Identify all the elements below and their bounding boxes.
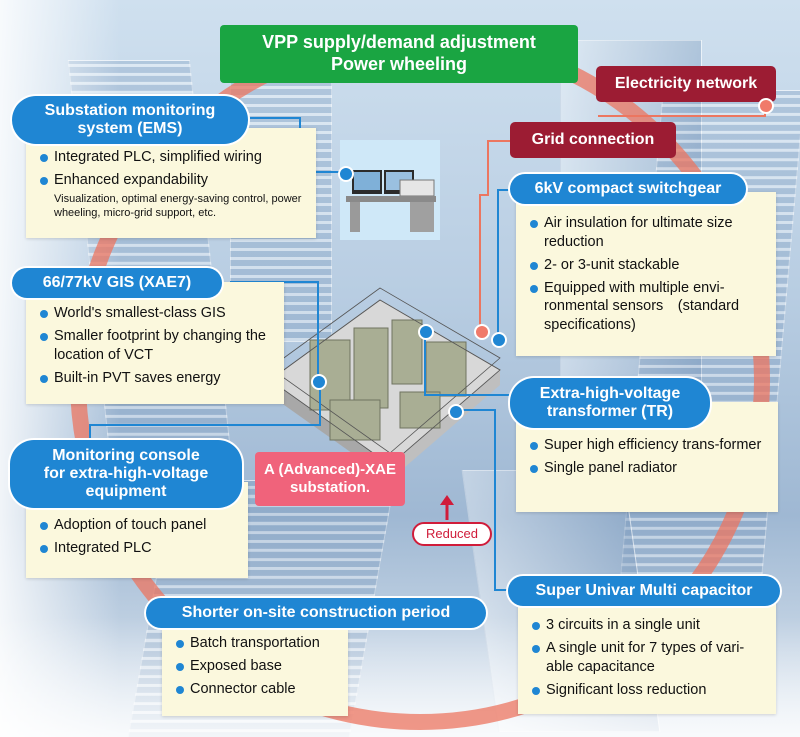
capacitor-panel: 3 circuits in a single unit A single uni… [518, 592, 776, 714]
ems-item: Enhanced expandability [38, 171, 306, 190]
arrow-head-icon [440, 495, 454, 505]
switchgear-heading: 6kV compact switchgear [510, 174, 746, 204]
switchgear-heading-text: 6kV compact switchgear [534, 180, 722, 198]
ems-panel: Integrated PLC, simplified wiring Enhanc… [26, 128, 316, 238]
gis-heading-text: 66/77kV GIS (XAE7) [42, 274, 192, 292]
console-item: Adoption of touch panel [38, 516, 240, 535]
ems-heading-line2: system (EMS) [77, 120, 183, 137]
connector-dot [491, 332, 507, 348]
connector-dot [448, 404, 464, 420]
capacitor-heading: Super Univar Multi capacitor [508, 576, 780, 606]
switchgear-item: Equipped with multiple envi-ronmental se… [528, 279, 766, 336]
console-heading-line1: Monitoring console [52, 447, 200, 465]
substation-label: A (Advanced)-XAE substation. [255, 452, 405, 506]
connector-dot [474, 324, 490, 340]
switchgear-item: 2- or 3-unit stackable [528, 256, 766, 275]
workstation-icon [346, 170, 436, 232]
switchgear-panel: Air insulation for ultimate size reducti… [516, 192, 776, 356]
gis-item: Built-in PVT saves energy [38, 369, 276, 388]
switchgear-item: Air insulation for ultimate size reducti… [528, 214, 766, 252]
construction-item: Batch transportation [174, 634, 340, 653]
transformer-heading-line2: transformer (TR) [546, 403, 674, 420]
capacitor-item: Significant loss reduction [530, 681, 766, 700]
electricity-network-tag: Electricity network [596, 66, 776, 102]
capacitor-item: 3 circuits in a single unit [530, 616, 766, 635]
gis-item: World's smallest-class GIS [38, 304, 276, 323]
console-item: Integrated PLC [38, 539, 240, 558]
connector-dot [418, 324, 434, 340]
ems-heading: Substation monitoring system (EMS) [12, 96, 248, 144]
substation-illustration [269, 287, 501, 480]
console-heading-line3: equipment [85, 482, 167, 500]
ems-workstation-image [340, 140, 440, 240]
console-heading-line2: for extra-high-voltage [43, 465, 209, 483]
ems-item: Integrated PLC, simplified wiring [38, 148, 306, 167]
substation-label-line2: substation. [289, 479, 370, 496]
grid-connection-tag: Grid connection [510, 122, 676, 158]
electricity-network-label: Electricity network [614, 75, 758, 92]
gis-heading: 66/77kV GIS (XAE7) [12, 268, 222, 298]
gis-panel: World's smallest-class GIS Smaller footp… [26, 282, 284, 404]
reduced-badge: Reduced [412, 522, 492, 546]
transformer-item: Super high efficiency trans-former [528, 436, 768, 455]
ems-note: Visualization, optimal energy-saving con… [54, 192, 302, 219]
transformer-item: Single panel radiator [528, 459, 768, 478]
gis-item: Smaller footprint by changing the locati… [38, 327, 276, 365]
ems-heading-line1: Substation monitoring [44, 102, 216, 120]
construction-heading: Shorter on-site construction period [146, 598, 486, 628]
capacitor-heading-text: Super Univar Multi capacitor [535, 582, 753, 600]
construction-item: Exposed base [174, 657, 340, 676]
capacitor-item: A single unit for 7 types of vari-able c… [530, 639, 766, 677]
title-line1: VPP supply/demand adjustment [262, 32, 536, 53]
title-banner: VPP supply/demand adjustment Power wheel… [220, 25, 578, 83]
console-heading: Monitoring console for extra-high-voltag… [10, 440, 242, 508]
transformer-heading: Extra-high-voltage transformer (TR) [510, 378, 710, 428]
construction-panel: Batch transportation Exposed base Connec… [162, 614, 348, 716]
substation-label-line1: A (Advanced)-XAE [264, 461, 396, 478]
construction-item: Connector cable [174, 680, 340, 699]
title-line2: Power wheeling [330, 54, 468, 74]
connector-dot [758, 98, 774, 114]
transformer-heading-line1: Extra-high-voltage [539, 385, 681, 403]
connector-dot [311, 374, 327, 390]
construction-heading-text: Shorter on-site construction period [181, 604, 451, 622]
grid-connection-label: Grid connection [531, 131, 655, 148]
connector-dot [338, 166, 354, 182]
